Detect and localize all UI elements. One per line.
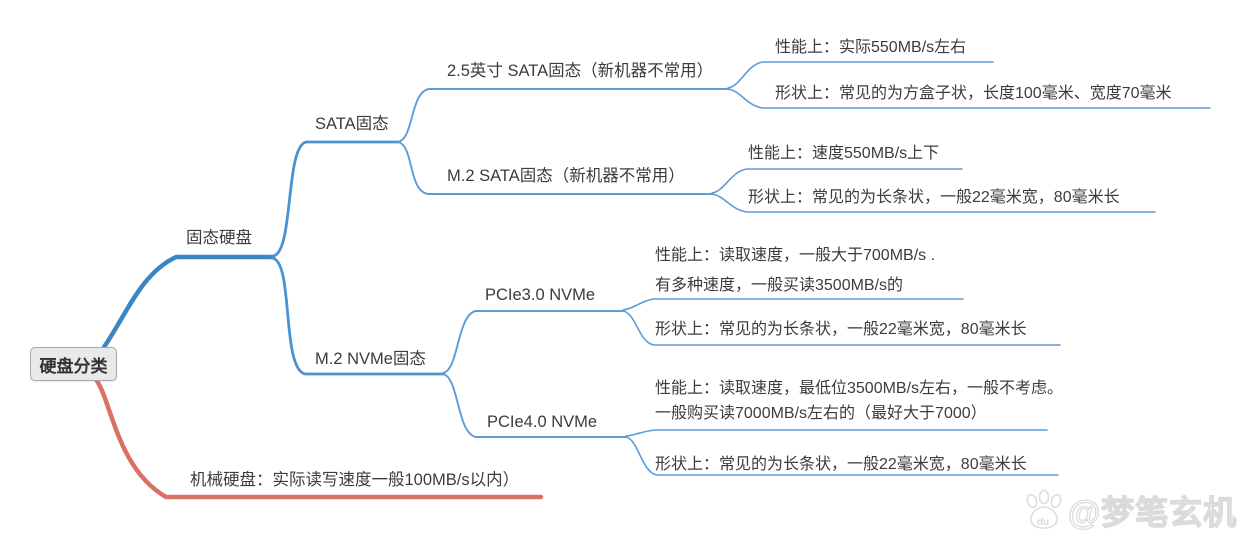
connector-pcie3-perf: [622, 298, 964, 311]
node-pcie4[interactable]: PCIe4.0 NVMe: [487, 413, 598, 431]
node-nvme[interactable]: M.2 NVMe固态: [315, 350, 426, 368]
leaf-satam2-performance[interactable]: 性能上：速度550MB/s上下: [748, 145, 940, 162]
connector-satam2-shape: [711, 193, 1156, 213]
connector-sata25-shape: [727, 88, 1211, 109]
node-root[interactable]: 硬盘分类: [30, 347, 117, 381]
connector-sata25-perf: [727, 61, 994, 89]
connector-pcie4-perf: [625, 429, 1048, 437]
connector-nvme-pcie4: [442, 373, 627, 438]
connector-nvme-pcie3: [442, 310, 625, 374]
leaf-pcie4-shape[interactable]: 形状上：常见的为长条状，一般22毫米宽，80毫米长: [655, 456, 1027, 473]
node-ssd[interactable]: 固态硬盘: [186, 229, 252, 247]
connector-pcie4-shape: [625, 436, 1059, 476]
connector-ssd-sata: [271, 140, 401, 258]
leaf-pcie3-shape[interactable]: 形状上：常见的为长条状，一般22毫米宽，80毫米长: [655, 321, 1027, 338]
node-hdd[interactable]: 机械硬盘：实际读写速度一般100MB/s以内）: [190, 471, 520, 489]
leaf-pcie4-performance-line1[interactable]: 性能上：读取速度，最低位3500MB/s左右，一般不考虑。: [655, 380, 1064, 397]
node-root-label: 硬盘分类: [39, 356, 108, 376]
node-pcie3[interactable]: PCIe3.0 NVMe: [485, 286, 596, 304]
node-sata25[interactable]: 2.5英寸 SATA固态（新机器不常用）: [447, 62, 714, 80]
connector-satam2-perf: [711, 168, 963, 194]
node-sata[interactable]: SATA固态: [315, 115, 389, 133]
connector-pcie3-shape: [622, 310, 1061, 346]
node-satam2[interactable]: M.2 SATA固态（新机器不常用）: [447, 167, 685, 185]
leaf-sata25-shape[interactable]: 形状上：常见的为方盒子状，长度100毫米、宽度70毫米: [775, 85, 1172, 102]
leaf-sata25-performance[interactable]: 性能上：实际550MB/s左右: [775, 39, 967, 56]
leaf-pcie3-performance-line1[interactable]: 性能上：读取速度，一般大于700MB/s .: [655, 247, 936, 264]
leaf-satam2-shape[interactable]: 形状上：常见的为长条状，一般22毫米宽，80毫米长: [748, 189, 1120, 206]
connector-sata-satam2: [397, 141, 714, 195]
connector-root-ssd: [99, 254, 276, 353]
leaf-pcie3-performance-line2[interactable]: 有多种速度，一般买读3500MB/s的: [655, 277, 904, 294]
leaf-pcie4-performance-line2[interactable]: 一般购买读7000MB/s左右的（最好大于7000）: [655, 405, 987, 422]
connector-sata-sata25: [397, 88, 730, 143]
connector-ssd-nvme: [270, 256, 446, 376]
connector-root-hdd: [92, 375, 544, 500]
